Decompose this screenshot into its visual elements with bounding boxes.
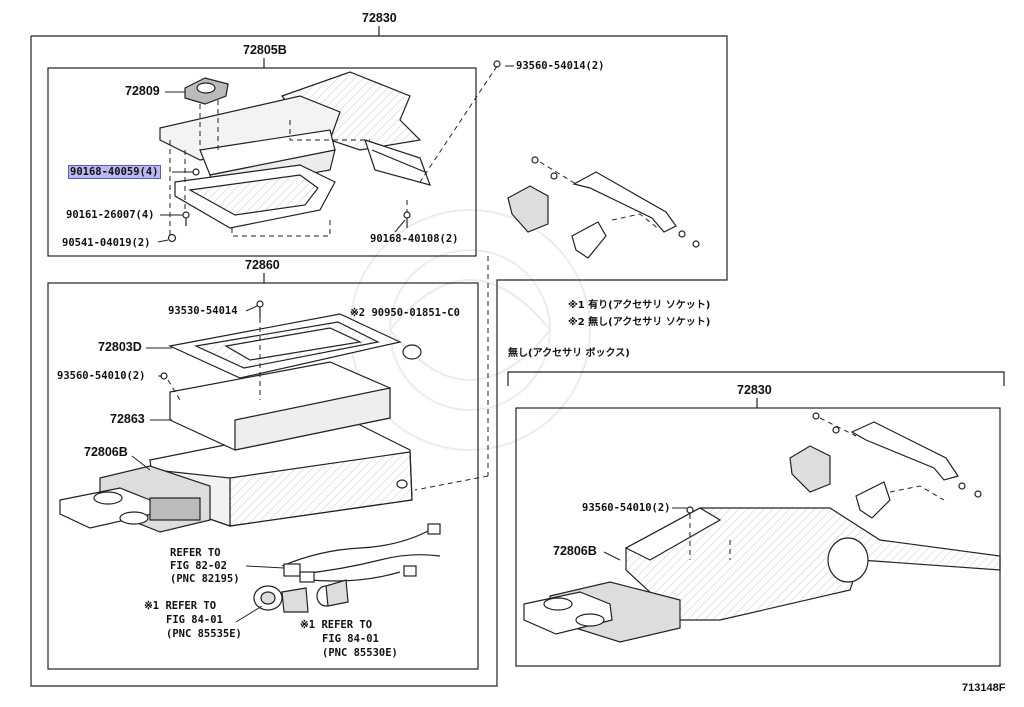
bracket-parts-upper: [507, 156, 700, 259]
bracket-dashed-leaders: [539, 161, 661, 231]
part-90168-40059-label[interactable]: 90168-40059(4): [68, 165, 161, 179]
label-leader-lines: [131, 65, 687, 623]
main-assembly-title: 72830: [362, 11, 397, 25]
refer-fig-82-02-line1: REFER TO: [170, 547, 221, 559]
part-72806B-label[interactable]: 72806B: [84, 445, 128, 459]
refer-fig-84-01-b-line1: ※1 REFER TO: [300, 619, 373, 631]
part-93560-54014-label[interactable]: 93560-54014(2): [516, 60, 605, 72]
part-90541-04019-label[interactable]: 90541-04019(2): [62, 237, 151, 249]
refer-fig-82-02-line3: (PNC 82195): [170, 573, 240, 585]
wiring-and-sockets: [253, 523, 441, 613]
refer-fig-84-01-b-line2[interactable]: FIG 84-01: [322, 633, 379, 645]
variant-console-drawing: [523, 506, 1001, 643]
variant-frame: [507, 371, 1005, 667]
console-box-title: 72860: [245, 258, 280, 272]
upper-dashed-leaders: [169, 65, 498, 491]
lid-assembly-title: 72805B: [243, 43, 287, 57]
variant-part-93560-54010-label[interactable]: 93560-54010(2): [582, 502, 671, 514]
refer-fig-84-01-a-line2[interactable]: FIG 84-01: [166, 614, 223, 626]
variant-dashed-leaders: [689, 417, 945, 560]
part-72803D-label[interactable]: 72803D: [98, 340, 142, 354]
refer-fig-84-01-a-line3: (PNC 85535E): [166, 628, 242, 640]
variant-bracket-parts: [789, 412, 982, 519]
part-93560-54010-label[interactable]: 93560-54010(2): [57, 370, 146, 382]
part-90161-26007-label[interactable]: 90161-26007(4): [66, 209, 155, 221]
console-box-drawing: [59, 300, 422, 533]
armrest-lid-drawing: [159, 60, 501, 243]
note-accessory-socket-yes: ※1 有り(アクセサリ ソケット): [568, 300, 711, 311]
part-90168-40108-label[interactable]: 90168-40108(2): [370, 233, 459, 245]
part-90950-01851-label[interactable]: ※2 90950-01851-C0: [350, 307, 460, 319]
part-93530-54014-label[interactable]: 93530-54014: [168, 305, 238, 317]
part-72863-label[interactable]: 72863: [110, 412, 145, 426]
part-72809-label[interactable]: 72809: [125, 84, 160, 98]
watermark-emblem: [349, 209, 591, 451]
refer-fig-84-01-b-line3: (PNC 85530E): [322, 647, 398, 659]
main-assembly-frame: [30, 26, 728, 687]
variant-header: 無し(アクセサリ ボックス): [508, 348, 630, 359]
variant-part-72806B-label[interactable]: 72806B: [553, 544, 597, 558]
refer-fig-84-01-a-line1: ※1 REFER TO: [144, 600, 217, 612]
note-accessory-socket-no: ※2 無し(アクセサリ ソケット): [568, 317, 711, 328]
variant-title: 72830: [737, 383, 772, 397]
refer-fig-82-02-line2[interactable]: FIG 82-02: [170, 560, 227, 572]
figure-code: 713148F: [962, 682, 1006, 694]
lower-dashed-leaders: [167, 318, 261, 401]
